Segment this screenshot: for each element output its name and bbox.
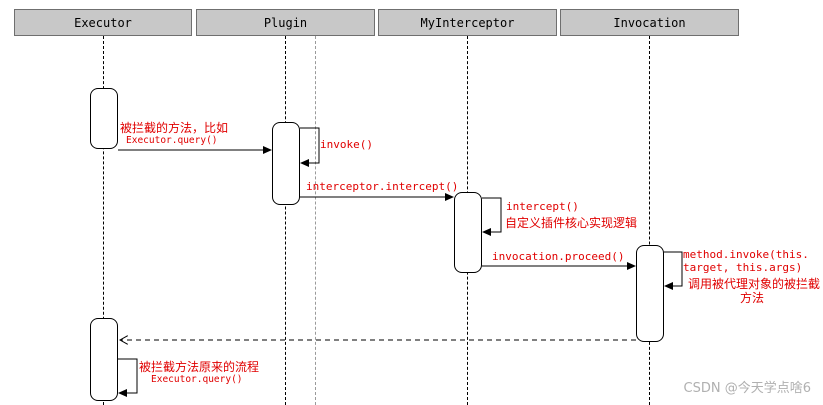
lane-label: MyInterceptor [420,15,515,30]
watermark: CSDN @今天学点啥6 [683,381,811,396]
activation-myinterceptor [454,192,482,273]
msg-intercept-label: intercept() [506,200,579,213]
msg-call-proxied-label-1: 调用被代理对象的被拦截 [688,277,821,291]
msg-interceptor-intercept-label: interceptor.intercept() [306,180,459,193]
activation-executor-2 [90,318,118,401]
lane-header-invocation: Invocation [560,9,739,36]
lifeline-plugin [285,36,286,405]
msg-executor-query-label: Executor.query() [126,135,218,146]
msg-method-invoke-line2: target, this.args) [683,261,803,274]
lane-header-plugin: Plugin [196,9,375,36]
arrow-executor-self [118,358,138,397]
lifeline-executor [103,36,104,405]
lane-label: Executor [74,15,132,30]
arrow-invocation-self [664,251,683,290]
msg-executor-query-label-2: Executor.query() [151,374,243,385]
msg-invoke-label: invoke() [320,138,373,151]
msg-call-proxied-label-2: 方法 [740,291,765,305]
msg-original-flow-label: 被拦截方法原来的流程 [139,360,260,374]
activation-plugin [272,122,300,205]
activation-invocation [636,245,664,342]
arrow-interceptor-self [482,197,502,236]
arrow-plugin-self [300,127,320,167]
lane-header-executor: Executor [14,9,192,36]
msg-custom-plugin-logic-label: 自定义插件核心实现逻辑 [505,216,638,230]
lane-header-myinterceptor: MyInterceptor [378,9,557,36]
lane-label: Plugin [263,15,308,30]
msg-invocation-proceed-label: invocation.proceed() [492,250,625,263]
msg-method-invoke-line1: method.invoke(this. [683,248,809,261]
lane-label: Invocation [613,15,686,30]
lifeline-invocation [649,36,650,405]
lifeline-separator [315,36,316,405]
activation-executor-1 [90,88,118,149]
msg-intercepted-method-label: 被拦截的方法，比如 [120,121,229,135]
